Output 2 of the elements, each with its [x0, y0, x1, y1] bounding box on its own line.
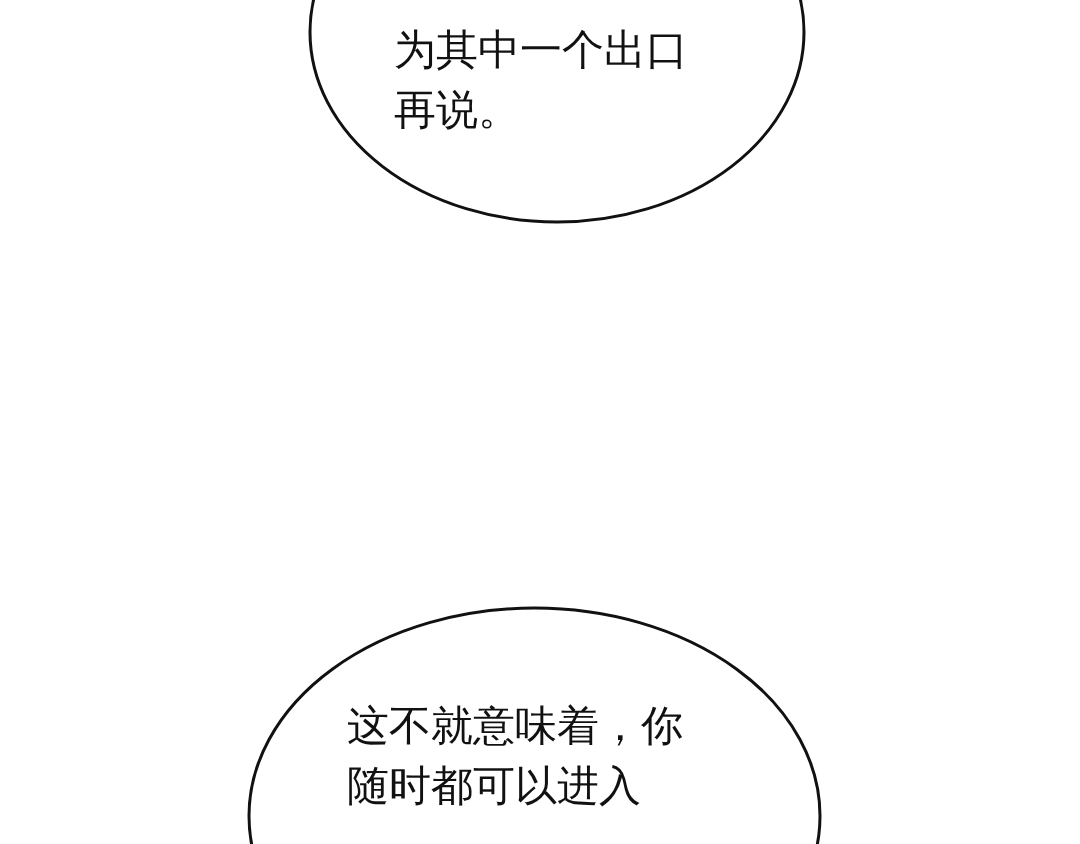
speech-text: 为其中一个出口再说。 — [394, 24, 689, 136]
speech-text: 这不就意味着，你随时都可以进入 — [347, 700, 684, 812]
